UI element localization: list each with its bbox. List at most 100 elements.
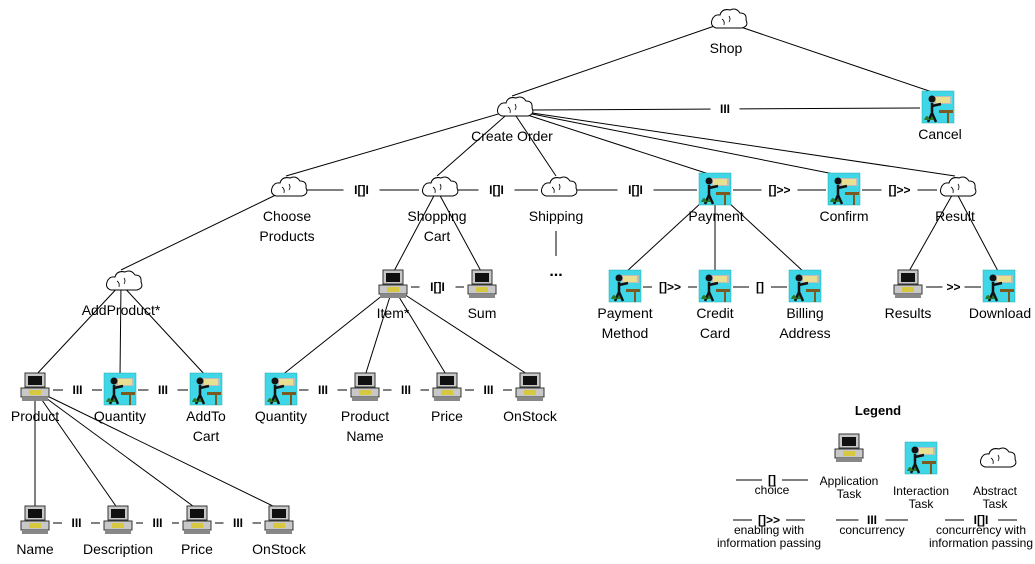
application-task-icon [515,372,545,401]
task-label: Shop [710,40,743,56]
task-label: Shipping [529,208,584,224]
tree-edge [392,286,448,377]
application-task-icon [20,505,50,534]
edges-layer [34,21,1000,510]
task-node-quantity-b: Quantity [255,372,307,424]
task-label: Download [969,305,1031,321]
svg-text:[]: [] [768,473,776,487]
temporal-operator: []>> [733,182,826,198]
task-node-price-a: Price [181,505,213,557]
task-node-cancel: Cancel [918,90,962,142]
task-label: Quantity [94,408,146,424]
svg-text:III: III [152,516,162,530]
svg-text:III: III [233,516,243,530]
application-task-icon [182,505,212,534]
interaction-task-icon [788,269,822,303]
svg-text:I[]I: I[]I [628,183,643,197]
tree-edge [511,109,557,177]
tree-edge [280,286,394,377]
application-task-icon [350,372,380,401]
interaction-task-icon [264,372,298,406]
abstract-task-icon [422,176,459,197]
legend-choice-label: choice [755,483,790,497]
interaction-task-icon [103,372,137,406]
task-label: AddProduct* [82,302,161,318]
task-node-price-b: Price [431,372,463,424]
task-label: Payment [688,208,743,224]
svg-text:I[]I: I[]I [354,183,369,197]
application-task-icon [467,269,497,298]
task-label: Sum [468,305,497,321]
abstract-task-icon [940,176,977,197]
task-label: OnStock [503,408,558,424]
interaction-task-icon [827,172,861,206]
task-node-payment: Payment [688,172,744,224]
tree-edge [119,283,122,377]
svg-text:[]>>: []>> [659,280,681,294]
application-task-icon [20,372,50,401]
temporal-operator: []>> [862,182,937,198]
task-node-description: Description [83,505,153,557]
temporal-operator: III [383,382,429,398]
task-node-onstock-b: OnStock [503,372,558,424]
task-label: Confirm [819,208,868,224]
svg-text:[]>>: []>> [768,183,790,197]
tree-edge [511,109,956,177]
temporal-operator: III [138,382,188,398]
temporal-operator: III [299,382,347,398]
tree-edge [120,283,207,377]
svg-text:III: III [72,383,82,397]
tree-edge [511,109,845,177]
svg-text:III: III [71,516,81,530]
tree-edge [34,389,119,510]
application-task-icon [834,433,864,462]
tree-edge [511,21,727,97]
tree-edge [120,189,287,271]
temporal-operator: III [529,101,921,117]
task-label: Item* [377,305,410,321]
tree-edge [511,109,716,177]
abstract-task-icon [711,8,748,29]
temporal-operator: III [53,515,100,531]
tree-edge [907,189,956,274]
temporal-operator: I[]I [574,182,697,198]
task-node-quantity-a: Quantity [94,372,146,424]
abstract-task-icon [541,176,578,197]
temporal-operator: >> [926,279,981,295]
interaction-task-icon [608,269,642,303]
task-label: Results [885,305,932,321]
legend-title: Legend [855,403,901,418]
svg-text:III: III [158,383,168,397]
temporal-operator: III [465,382,512,398]
task-node-product: Product [11,372,59,424]
tree-edge [392,286,531,377]
temporal-operator: I[]I [304,182,419,198]
svg-text:I[]I: I[]I [974,513,989,527]
temporal-operator: III [215,515,261,531]
svg-text:[]>>: []>> [758,513,780,527]
application-task-icon [264,505,294,534]
legend-concurrency-label: concurrency [839,523,904,537]
tree-edge [285,109,513,177]
interaction-task-icon [982,269,1016,303]
